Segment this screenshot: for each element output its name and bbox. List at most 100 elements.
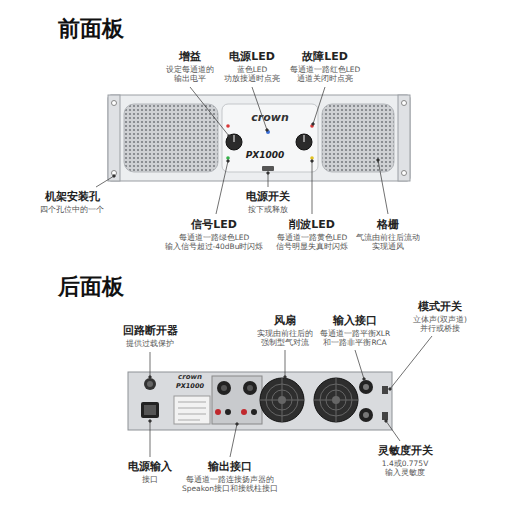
illustration-part: [243, 381, 257, 395]
illustration-part: [363, 378, 366, 381]
text-line: 灵敏度开关: [378, 444, 433, 457]
callout-title: 电源输入: [128, 460, 172, 473]
text-line: 输入信号超过-40dBu时闪烁: [165, 242, 264, 251]
illustration-part: [402, 101, 407, 106]
text-line: 输出电平: [166, 74, 214, 83]
illustration-part: [284, 376, 287, 379]
text-line: 实现由前往后的: [257, 329, 313, 338]
text-line: 提供过载保护: [126, 339, 174, 348]
illustration-part: [226, 134, 242, 150]
illustration-part: [226, 124, 230, 128]
text-line: 接口: [142, 475, 158, 484]
illustration-part: [144, 405, 156, 415]
callout-description: 每通道一路绿色LED 输入信号超过-40dBu时闪烁: [165, 233, 264, 251]
illustration-part: [150, 352, 151, 377]
illustration-part: [222, 104, 318, 172]
callout-title: 灵敏度开关: [378, 444, 433, 457]
text-line: 每通道一路黄色LED: [276, 233, 348, 242]
illustration-part: [236, 423, 239, 426]
text-line: 设定每通道的: [166, 65, 214, 74]
illustration-part: [266, 129, 269, 132]
illustration-part: [215, 409, 221, 415]
callout-title: 模式开关: [418, 300, 462, 313]
illustration-part: [359, 408, 373, 422]
callout-description: 每通道一路连接扬声器的 Speakon接口和接线柱接口: [182, 475, 278, 493]
illustration-part: [178, 420, 200, 421]
brand-logo: crown: [178, 374, 202, 381]
callout-description: 1.4或0.775V 输入灵敏度: [382, 459, 429, 477]
callout-title: 机架安装孔: [45, 190, 100, 203]
illustration-part: [390, 336, 432, 389]
illustration-part: [322, 104, 394, 172]
text-line: 输出接口: [208, 460, 252, 473]
illustration-part: [378, 160, 388, 214]
callout-title: 电源LED: [229, 50, 275, 63]
illustration-part: [212, 376, 262, 424]
text-line: 每通道一路绿色LED: [165, 233, 264, 242]
illustration-part: [251, 409, 257, 415]
text-line: 风扇: [274, 314, 296, 327]
callout-title: 削波LED: [289, 218, 335, 231]
illustration-part: [310, 156, 314, 160]
leader-lines: [96, 87, 432, 457]
illustration-part: [382, 412, 388, 420]
callout-title: 故障LED: [302, 50, 348, 63]
callout-title: 回路断开器: [123, 324, 178, 337]
callout-title: 输入接口: [333, 314, 377, 327]
illustration-part: [144, 378, 156, 390]
text-line: 前面板: [58, 16, 124, 42]
illustration-part: [108, 95, 120, 181]
callout-title: 信号LED: [191, 218, 237, 231]
illustration-part: [149, 376, 152, 379]
text-line: 每通道一路红色LED: [290, 65, 361, 74]
illustration-part: [217, 381, 231, 395]
text-line: 并行或桥接: [413, 324, 467, 333]
text-line: 强制型气对流: [257, 338, 313, 347]
illustration-part: [377, 159, 380, 162]
fan: [260, 378, 304, 422]
illustration-part: [359, 380, 373, 394]
illustration-part: [241, 409, 247, 415]
text-line: 电源开关: [246, 190, 290, 203]
illustration-part: [402, 171, 407, 176]
callout-description: 气流由前往后流动 实现通风: [356, 233, 420, 251]
illustration-part: [128, 372, 392, 430]
brand-logo: crown: [251, 112, 289, 123]
illustration-part: [312, 123, 315, 126]
illustration-part: [311, 160, 314, 163]
text-line: 模式开关: [418, 300, 462, 313]
callout-description: 实现由前往后的 强制型气对流: [257, 329, 313, 347]
illustration-part: [141, 402, 159, 418]
illustration-part: [124, 104, 218, 172]
text-line: 机架安装孔: [45, 190, 100, 203]
text-line: 增益: [179, 50, 201, 63]
callout-description: 设定每通道的 输出电平: [166, 65, 214, 83]
text-line: 后面板: [58, 274, 124, 300]
illustration-part: [216, 161, 228, 214]
illustration-part: [398, 95, 410, 181]
callout-description: 四个孔位中的一个: [40, 205, 104, 214]
illustration-part: [226, 156, 230, 160]
illustration-part: [221, 385, 227, 391]
callout-description: 按下或释放: [248, 205, 288, 214]
text-line: 每通道一路连接扬声器的: [182, 475, 278, 484]
section-heading: 后面板: [58, 274, 124, 300]
text-line: 1.4或0.775V: [382, 459, 429, 468]
text-line: 输入灵敏度: [382, 468, 429, 477]
illustration-part: [227, 160, 230, 163]
illustration-part: [267, 172, 270, 175]
text-line: 输入接口: [333, 314, 377, 327]
amplifier-panel: crownPX1000: [108, 95, 410, 181]
callout-title: 输出接口: [208, 460, 252, 473]
callout-description: 每通道一路黄色LED 信号明显失真时闪烁: [276, 233, 348, 251]
illustration-part: [174, 396, 210, 424]
callout-description: 蓝色LED 功放接通时点亮: [224, 65, 280, 83]
callout-title: 格栅: [377, 218, 399, 231]
text-line: 电源LED: [229, 50, 275, 63]
model-name: PX1000: [176, 383, 204, 390]
illustration-part: [385, 420, 388, 423]
illustration-part: [336, 378, 337, 422]
text-line: 回路断开器: [123, 324, 178, 337]
illustration-part: [149, 420, 152, 423]
